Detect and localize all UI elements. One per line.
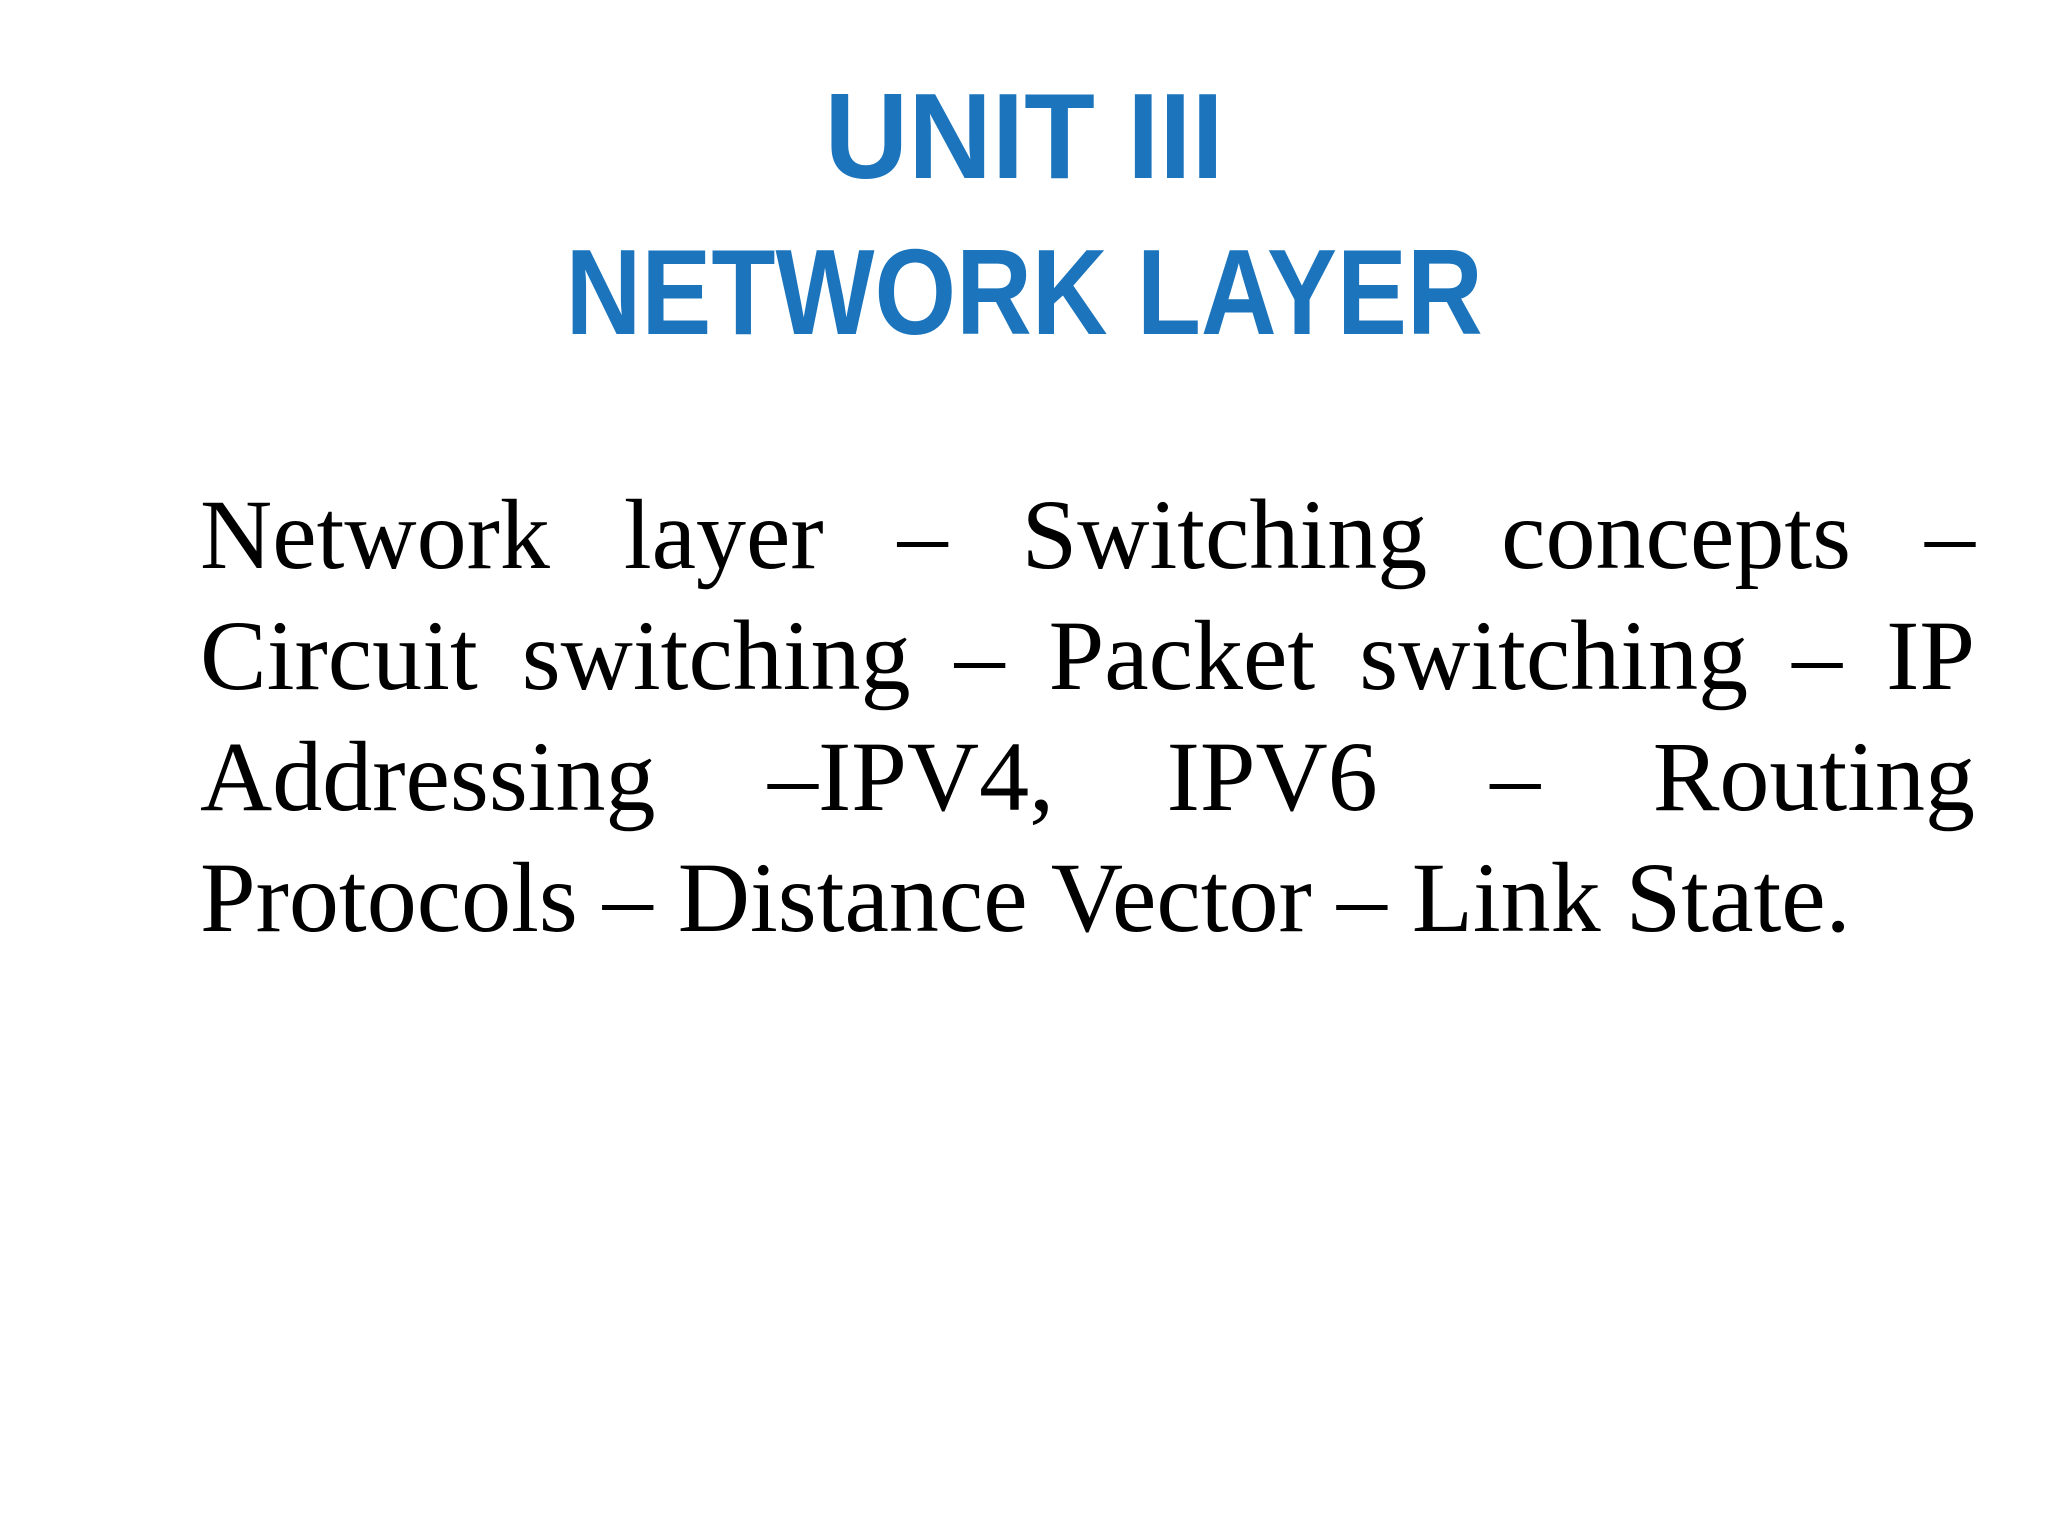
body-paragraph: Network layer – Switching concepts – Cir… [200, 474, 1975, 958]
body-line-2: Circuit switching – Packet switching – I… [200, 600, 1975, 711]
body-line-3: Addressing –IPV4, IPV6 – Routing [200, 721, 1975, 832]
title-line-subject: NETWORK LAYER [24, 214, 2024, 370]
title-unit-text: UNIT III [824, 68, 1224, 204]
title-subject-text: NETWORK LAYER [565, 224, 1483, 360]
slide-title: UNIT III NETWORK LAYER [24, 58, 2024, 370]
title-line-unit: UNIT III [24, 58, 2024, 214]
body-line-4: Protocols – Distance Vector – Link State… [200, 842, 1851, 953]
body-line-1: Network layer – Switching concepts – [200, 479, 1975, 590]
